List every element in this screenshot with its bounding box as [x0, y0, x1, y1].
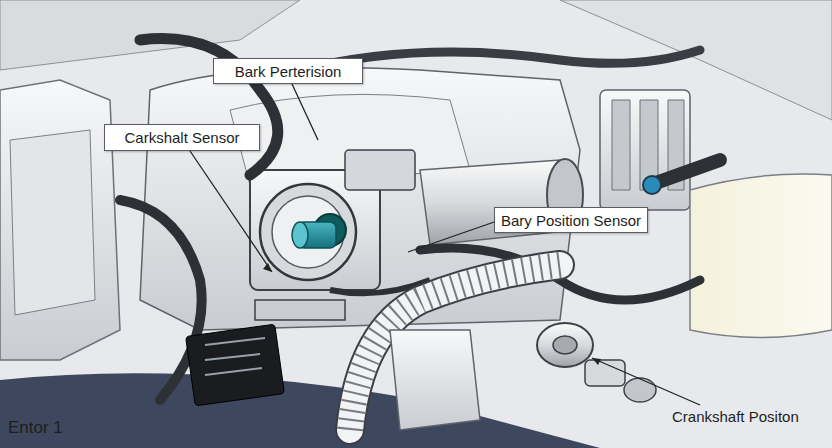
corrugated-hose [350, 265, 560, 430]
leader-line [190, 151, 272, 272]
battery-box [0, 80, 120, 360]
engine-floor [0, 373, 600, 448]
throttle-ring [260, 184, 356, 280]
coolant-reservoir [690, 174, 832, 338]
callout-label: Carkshalt Sensor [124, 129, 239, 146]
leader-line [292, 84, 318, 140]
leader-arrowhead [263, 263, 272, 272]
callout-box: Bary Position Sensor [494, 207, 648, 233]
callout-box: Carkshalt Sensor [104, 124, 260, 151]
hose-ribs [350, 265, 560, 430]
corrugated-hose-edge [350, 265, 560, 430]
fuse-box [600, 90, 690, 210]
mount-bracket [255, 300, 345, 320]
sensor-cap [345, 150, 415, 190]
coolant-hose [120, 200, 202, 400]
part-label: Entor 1 [8, 418, 63, 438]
leader-line [592, 358, 700, 405]
hose-clamp [643, 176, 661, 194]
pulley-housing [537, 323, 593, 367]
part-label: Crankshaft Positon [672, 408, 799, 425]
leader-arrowhead [592, 358, 601, 365]
sensor-connector [624, 378, 656, 402]
badge-plate [186, 324, 285, 406]
callout-label: Bark Perterision [235, 63, 342, 80]
oil-filter [390, 330, 480, 430]
pulley-hub [553, 336, 577, 354]
battery-panel [10, 130, 95, 315]
throttle-bore [272, 196, 344, 268]
badge-stripes [205, 338, 265, 375]
sensor-tip [292, 222, 308, 248]
callout-label: Bary Position Sensor [501, 212, 641, 229]
callout-box: Bark Perterision [213, 58, 363, 84]
leader-line [408, 221, 497, 252]
